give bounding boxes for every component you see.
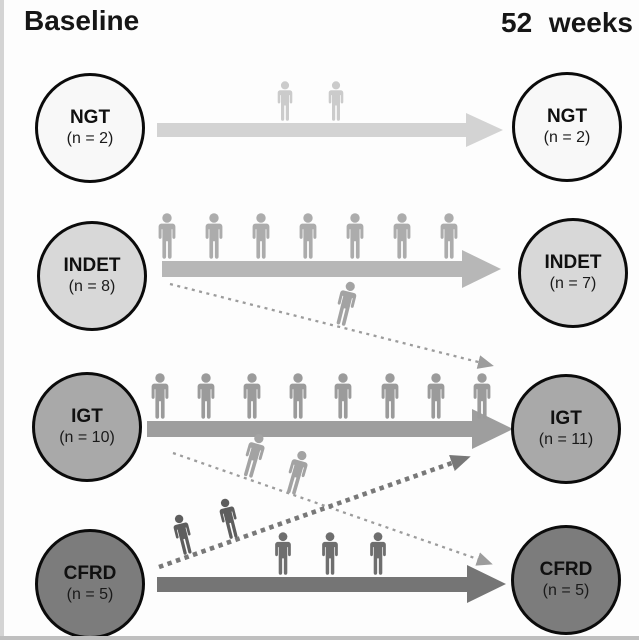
- baseline-ngt-circle: NGT (n = 2): [35, 73, 145, 183]
- transition-arrow-indet-to-igt: [169, 282, 494, 369]
- person-icon: [197, 373, 215, 419]
- week52-indet-circle: INDET (n = 7): [518, 218, 628, 328]
- group-label: NGT: [546, 106, 588, 128]
- group-count: (n = 11): [538, 431, 594, 449]
- baseline-heading: Baseline: [24, 5, 140, 36]
- person-icon: [158, 213, 176, 259]
- person-icon: [252, 213, 270, 259]
- person-icon: [299, 213, 317, 259]
- group-label: CFRD: [63, 563, 117, 585]
- stable-arrow-ngt: [157, 113, 503, 147]
- person-icon: [243, 373, 261, 419]
- baseline-indet-circle: INDET (n = 8): [37, 221, 147, 331]
- week52-cfrd-circle: CFRD (n = 5): [511, 525, 621, 635]
- person-icon: [170, 513, 196, 556]
- group-count: (n = 10): [59, 429, 115, 447]
- left-border-strip: [0, 0, 4, 640]
- group-label: IGT: [550, 408, 582, 430]
- person-icon: [328, 81, 344, 121]
- person-icon: [440, 213, 458, 259]
- person-icon: [346, 213, 364, 259]
- group-label: INDET: [63, 255, 121, 277]
- person-icon: [381, 373, 399, 419]
- bottom-border-strip: [0, 636, 639, 640]
- arrow-shaft: [147, 421, 472, 437]
- person-icon: [282, 448, 312, 497]
- person-icon: [289, 373, 307, 419]
- stable-arrow-igt: [147, 409, 513, 449]
- group-label: IGT: [71, 406, 103, 428]
- arrow-shaft: [162, 261, 462, 277]
- arrow-shaft: [157, 123, 466, 137]
- person-icon: [332, 279, 360, 328]
- person-icon: [370, 532, 386, 575]
- person-icon: [239, 431, 269, 480]
- stable-arrow-cfrd: [157, 565, 506, 603]
- person-icon: [205, 213, 223, 259]
- group-label: INDET: [544, 252, 602, 274]
- arrow-head: [466, 113, 503, 147]
- person-icons-layer: [151, 81, 491, 575]
- stable-arrow-indet: [162, 250, 501, 288]
- group-count: (n = 7): [549, 275, 597, 293]
- arrow-head: [467, 565, 506, 603]
- group-count: (n = 5): [66, 586, 114, 604]
- group-count: (n = 2): [543, 129, 591, 147]
- arrow-shaft: [157, 577, 467, 592]
- group-label: NGT: [69, 107, 111, 129]
- person-icon: [151, 373, 169, 419]
- person-icon: [275, 532, 291, 575]
- week52-heading: 52 weeks: [501, 7, 633, 38]
- person-icon: [393, 213, 411, 259]
- person-icon: [216, 497, 242, 540]
- group-count: (n = 2): [66, 130, 114, 148]
- week52-ngt-circle: NGT (n = 2): [512, 72, 622, 182]
- person-icon: [427, 373, 445, 419]
- person-icon: [277, 81, 293, 121]
- group-label: CFRD: [539, 559, 593, 581]
- arrow-head: [462, 250, 501, 288]
- baseline-igt-circle: IGT (n = 10): [32, 372, 142, 482]
- week52-igt-circle: IGT (n = 11): [511, 374, 621, 484]
- group-count: (n = 8): [68, 278, 116, 296]
- baseline-cfrd-circle: CFRD (n = 5): [35, 529, 145, 639]
- transition-arrow-cfrd-to-igt: [158, 455, 471, 570]
- arrow-head: [472, 409, 513, 449]
- person-icon: [334, 373, 352, 419]
- group-count: (n = 5): [542, 582, 590, 600]
- person-icon: [322, 532, 338, 575]
